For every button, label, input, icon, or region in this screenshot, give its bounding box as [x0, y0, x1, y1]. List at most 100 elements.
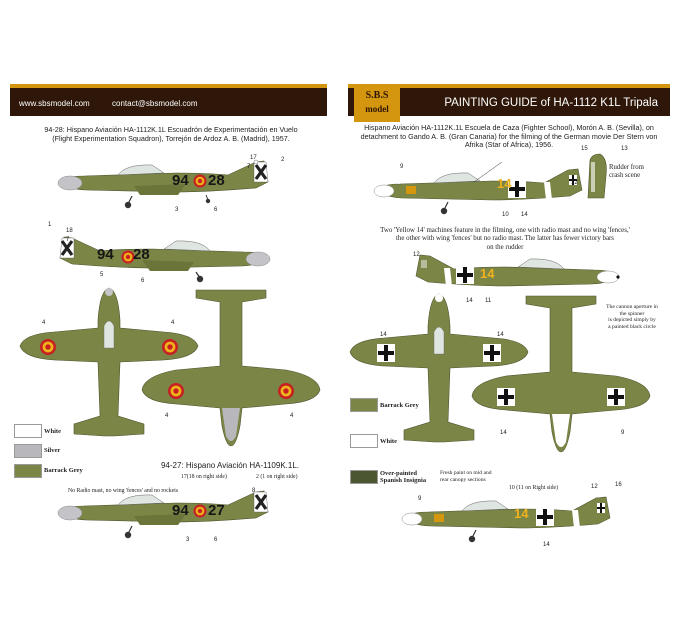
- callout-4c: 4: [165, 413, 169, 419]
- aircraft-right-upper-plan: [349, 293, 529, 443]
- fresh-paint-line2: rear canopy sections: [440, 476, 486, 483]
- left-caption-1-line2: (Flight Experimentation Squadron), Torre…: [52, 133, 290, 143]
- spinner-note: The cannon aperture in the spinner is de…: [592, 304, 672, 331]
- callout-10: 10: [502, 212, 509, 218]
- callout-9: 9: [400, 164, 404, 170]
- legend-barrack-grey: Barrack Grey: [44, 467, 83, 474]
- code-94-third: 94: [172, 502, 189, 519]
- sbs-logo: S.B.S model: [354, 84, 400, 122]
- callout-3b: 3: [186, 537, 190, 543]
- legend-silver: Silver: [44, 447, 61, 454]
- callout-15: 15: [581, 146, 588, 152]
- callout-6b: 6: [141, 278, 145, 284]
- callout-2: 2: [281, 157, 285, 163]
- code-94-upper: 94: [172, 172, 189, 189]
- header-left-bar: www.sbsmodel.com contact@sbsmodel.com: [10, 84, 327, 116]
- logo-line1: S.B.S: [365, 90, 389, 101]
- left-caption-2: 94-27: Hispano Aviación HA-1109K.1L.: [160, 461, 299, 470]
- callout-12b: 12: [413, 252, 420, 258]
- swatch-barrack-grey: [14, 464, 42, 478]
- callout-16: 16: [615, 482, 622, 488]
- callout-17: 17: [250, 155, 257, 161]
- note-two-machines: Two 'Yellow 14' machines feature in the …: [355, 227, 655, 252]
- aircraft-yellow-14-profile-b: [415, 254, 620, 287]
- aircraft-upper-plan: [19, 287, 199, 437]
- callout-14b: 14: [466, 298, 473, 304]
- page-title: PAINTING GUIDE of HA-1112 K1L Tripala: [444, 97, 658, 109]
- swatch-over-painted: [350, 470, 378, 484]
- note-no-radio: No Radio mast, no wing 'fences' and no r…: [68, 488, 179, 494]
- left-caption-1-line1: 94-28: Hispano Aviación HA-1112K.1L Escu…: [44, 125, 298, 134]
- code-28-upper: 28: [208, 172, 225, 189]
- callout-1: 1: [48, 222, 52, 228]
- callout-13: 13: [621, 146, 628, 152]
- code-94-lower: 94: [97, 246, 114, 263]
- note-10-11: 10 (11 on Right side): [509, 485, 559, 491]
- aircraft-yellow-14-profile-c: [401, 496, 611, 543]
- callout-9b: 9: [418, 496, 422, 502]
- callout-4d: 4: [290, 413, 294, 419]
- spinner-note-line4: a painted black circle: [608, 324, 656, 331]
- yellow-14-code-c: 14: [514, 506, 529, 521]
- yellow-14-code-a: 14: [497, 176, 512, 191]
- callout-14e: 14: [500, 430, 507, 436]
- callout-14g: 14: [543, 542, 550, 548]
- spinner-note-line2: the spinner: [619, 310, 645, 317]
- legend-over-painted-line2: Spanish Insignia: [380, 477, 427, 484]
- callout-7: 7: [247, 164, 251, 170]
- callout-11: 11: [485, 298, 492, 304]
- legend-white-right: White: [380, 438, 397, 445]
- legend-over-painted: Over-painted Spanish Insignia: [380, 470, 426, 484]
- note-two-line2: the other with wing 'fences' but no radi…: [395, 235, 614, 243]
- aircraft-94-28-right-profile: [59, 236, 271, 283]
- swatch-silver: [14, 444, 42, 458]
- callout-12: 12: [571, 180, 578, 186]
- callout-5: 5: [100, 272, 104, 278]
- rudder-note: Rudder from crash scene: [609, 164, 644, 180]
- left-caption-1: 94-28: Hispano Aviación HA-1112K.1L Escu…: [14, 125, 328, 143]
- legend-white: White: [44, 428, 61, 435]
- rudder-note-line2: crash scene: [609, 172, 641, 180]
- swatch-white: [14, 424, 42, 438]
- note-two-line3: on the rudder: [486, 243, 524, 251]
- callout-6: 6: [214, 207, 218, 213]
- yellow-14-code-b: 14: [480, 266, 495, 281]
- swatch-barrack-grey-right: [350, 398, 378, 412]
- aircraft-yellow-14-profile-a: [373, 161, 583, 215]
- rudder-note-line1: Rudder from: [609, 164, 644, 171]
- callout-14: 14: [521, 212, 528, 218]
- legend-over-painted-line1: Over-painted: [380, 470, 417, 477]
- fresh-paint-note: Fresh paint on mid and rear canopy secti…: [440, 470, 492, 483]
- right-caption-1-line1: Hispano Aviación HA-1112K.1L Escuela de …: [364, 123, 654, 132]
- right-caption-1-line2: detachment to Gando A. B. (Gran Canaria)…: [360, 131, 658, 141]
- aircraft-94-27-profile: [57, 490, 269, 539]
- callout-3: 3: [175, 207, 179, 213]
- callout-4a: 4: [42, 320, 46, 326]
- code-28-lower: 28: [133, 246, 150, 263]
- fresh-paint-line1: Fresh paint on mid and: [440, 470, 492, 476]
- callout-14f: 9: [621, 430, 625, 436]
- logo-line2: model: [365, 104, 389, 114]
- callout-7b: 7: [66, 237, 70, 243]
- callout-18: 18: [66, 228, 73, 234]
- aircraft-lower-plan: [141, 289, 321, 447]
- right-caption-1-line3: Afrika (Star of Africa), 1956.: [464, 140, 554, 150]
- legend-barrack-grey-right: Barrack Grey: [380, 402, 419, 409]
- website-link[interactable]: www.sbsmodel.com: [19, 99, 90, 108]
- swatch-white-right: [350, 434, 378, 448]
- callout-14d: 14: [497, 332, 504, 338]
- spinner-note-line3: is depicted simply by: [608, 317, 656, 324]
- note-2-1: 2 (1 on right side): [256, 474, 298, 480]
- email-link[interactable]: contact@sbsmodel.com: [112, 99, 198, 108]
- callout-14c: 14: [380, 332, 387, 338]
- note-17-18: 17(18 on right side): [181, 474, 227, 480]
- code-27: 27: [208, 502, 225, 519]
- rudder-crash-scene: [587, 153, 607, 199]
- callout-12c: 12: [591, 484, 598, 490]
- note-two-line1: Two 'Yellow 14' machines feature in the …: [380, 227, 630, 234]
- spinner-note-line1: The cannon aperture in: [606, 304, 658, 310]
- right-caption-1: Hispano Aviación HA-1112K.1L Escuela de …: [350, 123, 668, 150]
- aircraft-94-28-left-profile: [57, 159, 269, 209]
- callout-8: 8: [252, 488, 256, 494]
